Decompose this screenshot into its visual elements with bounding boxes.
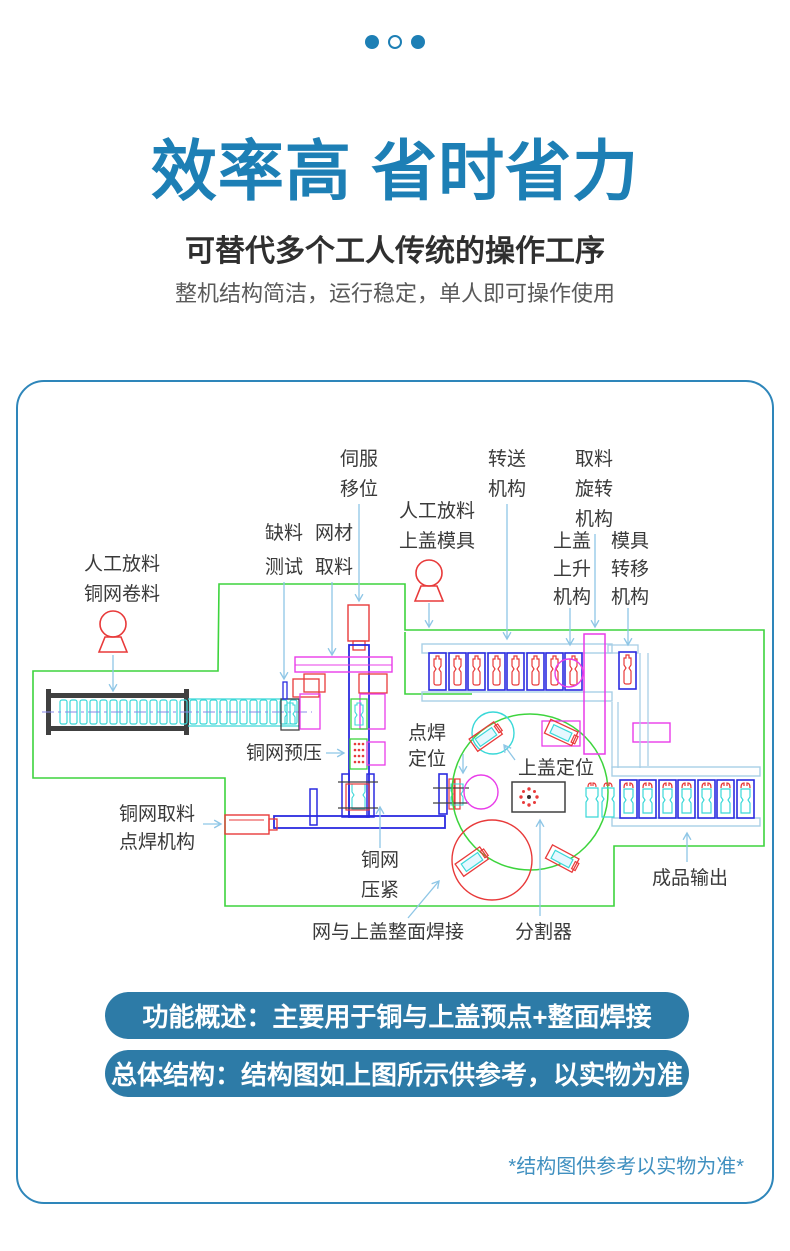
diagram-label-mold-transfer-mechanism: 机构: [611, 586, 649, 608]
diagram-label-cover-lift-mechanism: 机构: [553, 586, 591, 608]
preload-contact-dots: [353, 742, 365, 764]
diagram-label-mesh-material-pickup: 网材: [315, 522, 353, 544]
diagram-label-mold-transfer-mechanism: 模具: [611, 530, 649, 552]
diagram-label-mesh-material-pickup: 取料: [315, 556, 353, 578]
transfer-conveyor: [421, 633, 671, 768]
diagram-label-transfer-mechanism: 转送: [488, 448, 526, 470]
full-surface-weld-circle: [451, 819, 533, 901]
mold-transfer-plate: [632, 722, 671, 743]
diagram-label-servo-shift: 移位: [340, 478, 378, 500]
center-tower: [224, 604, 446, 835]
diagram-label-mold-transfer-mechanism: 转移: [611, 558, 649, 580]
cover-lift-station-circle: [554, 658, 584, 688]
transfer-channel: [611, 653, 649, 768]
machine-outline: [32, 583, 765, 907]
diagram-label-mesh-cover-full-surface-welding: 网与上盖整面焊接: [312, 921, 464, 943]
diagram-label-missing-material-test: 测试: [265, 556, 303, 578]
diagram-label-mesh-pickup-spot-weld-mechanism: 铜网取料: [119, 803, 195, 825]
diagram-label-manual-feed-mesh-roll: 铜网卷料: [84, 583, 160, 605]
diagram-footnote: *结构图供参考以实物为准*: [508, 1156, 744, 1178]
cover-positioning-box: [511, 781, 566, 813]
carousel-dot-filled-icon[interactable]: [411, 35, 425, 49]
diagram-label-missing-material-test: 缺料: [265, 522, 303, 544]
diagram-label-pickup-rotation-mechanism: 机构: [575, 508, 613, 530]
slide-base-rail: [273, 815, 446, 829]
structure-summary-pill: 总体结构：结构图如上图所示供参考，以实物为准: [105, 1050, 689, 1097]
diagram-label-manual-feed-cover-mold: 人工放料: [399, 500, 475, 522]
diagram-label-manual-feed-mesh-roll: 人工放料: [84, 553, 160, 575]
diagram-label-cover-positioning: 上盖定位: [518, 757, 594, 779]
operator-icons: [97, 559, 445, 653]
diagram-label-mesh-pickup-spot-weld-mechanism: 点焊机构: [119, 831, 195, 853]
carousel-dots: [0, 35, 790, 49]
structure-diagram-card: 人工放料铜网卷料伺服移位缺料测试网材取料人工放料上盖模具转送机构取料旋转机构上盖…: [16, 380, 774, 1204]
leader-lines: [108, 504, 692, 919]
diagram-label-cover-lift-mechanism: 上盖: [553, 530, 591, 552]
carousel-dot-filled-icon[interactable]: [365, 35, 379, 49]
page-title: 效率高 省时省力: [150, 134, 640, 208]
page-description: 整机结构简洁，运行稳定，单人即可操作使用: [174, 281, 615, 306]
diagram-label-finished-product-output: 成品输出: [652, 867, 728, 889]
page-subtitle: 可替代多个工人传统的操作工序: [185, 235, 605, 268]
diagram-label-mesh-press: 压紧: [361, 879, 399, 901]
diagram-label-spot-weld-positioning: 点焊: [408, 722, 446, 744]
cover-position-station-circle: [471, 711, 515, 755]
carousel-dot-hollow-icon[interactable]: [388, 35, 402, 49]
diagram-label-servo-shift: 伺服: [340, 448, 378, 470]
operator-icon: [413, 559, 445, 602]
spot-weld-station-circle: [463, 774, 499, 810]
diagram-label-pickup-rotation-mechanism: 取料: [575, 448, 613, 470]
diagram-label-cover-lift-mechanism: 上升: [553, 558, 591, 580]
diagram-labels: 人工放料铜网卷料伺服移位缺料测试网材取料人工放料上盖模具转送机构取料旋转机构上盖…: [84, 448, 728, 943]
diagram-label-divider: 分割器: [515, 921, 572, 943]
diagram-label-transfer-mechanism: 机构: [488, 478, 526, 500]
turntable: [451, 711, 609, 901]
diagram-label-mesh-press: 铜网: [361, 849, 399, 871]
positioning-star-icon: [519, 787, 539, 807]
diagram-label-manual-feed-cover-mold: 上盖模具: [399, 530, 475, 552]
spot-weld-arm: [224, 814, 270, 835]
spot-weld-positioner: [433, 773, 469, 815]
diagram-label-mesh-preload: 铜网预压: [246, 742, 322, 764]
pickup-rotation-arm: [583, 633, 606, 755]
function-summary-pill: 功能概述：主要用于铜与上盖预点+整面焊接: [105, 992, 689, 1039]
operator-icon: [97, 610, 129, 653]
diagram-label-spot-weld-positioning: 定位: [408, 748, 446, 770]
machine-structure-diagram: 人工放料铜网卷料伺服移位缺料测试网材取料人工放料上盖模具转送机构取料旋转机构上盖…: [32, 448, 765, 943]
material-sensor: [282, 681, 288, 700]
diagram-label-pickup-rotation-mechanism: 旋转: [575, 478, 613, 500]
left-conveyor: [42, 681, 312, 735]
output-conveyor: [585, 766, 761, 827]
